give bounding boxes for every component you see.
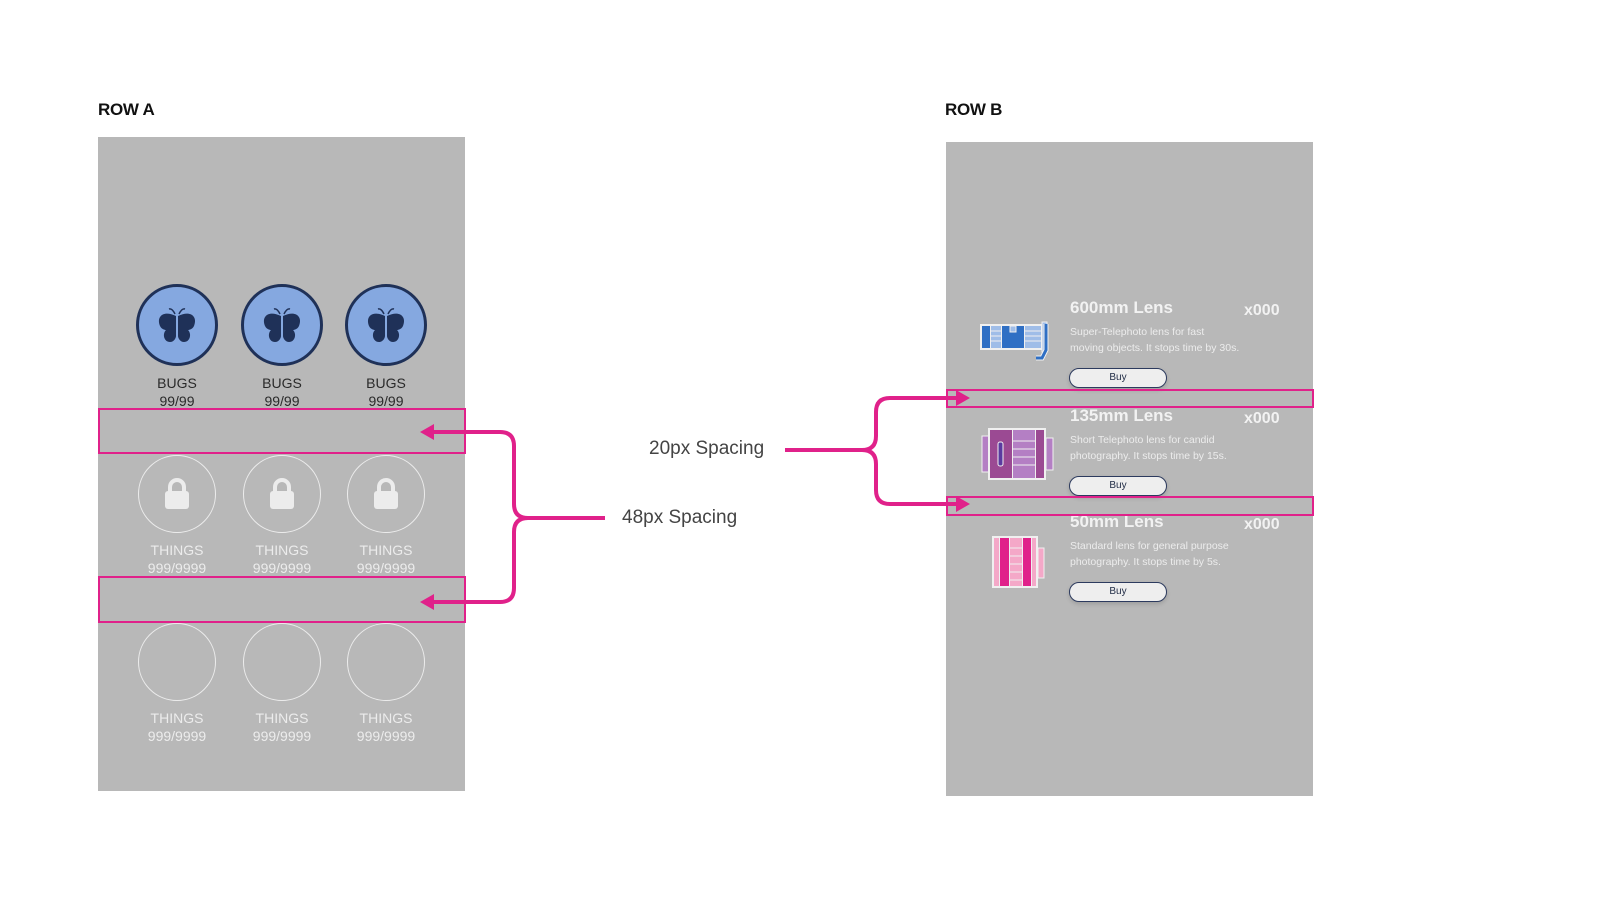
bracket-20px — [785, 396, 958, 506]
achievement-badge — [243, 623, 321, 701]
achievement-badge — [138, 455, 216, 533]
lens-description: Standard lens for general purpose photog… — [1070, 540, 1229, 568]
spacing-highlight-20px — [946, 389, 1314, 408]
lens-name: 50mm Lens — [1070, 512, 1164, 531]
lens-description: Short Telephoto lens for candid photogra… — [1070, 434, 1227, 462]
lens-count: x000 — [1244, 516, 1280, 533]
lens-item-600mm: 600mm Lens x000 Super-Telephoto lens for… — [946, 298, 1313, 408]
achievement-badge — [243, 455, 321, 533]
lens-count: x000 — [1244, 302, 1280, 319]
buy-button[interactable]: Buy — [1069, 476, 1167, 496]
butterfly-icon — [367, 308, 405, 342]
lens-name: 600mm Lens — [1070, 298, 1173, 317]
butterfly-icon — [158, 308, 196, 342]
lens-item-50mm: 50mm Lens x000 Standard lens for general… — [946, 512, 1313, 622]
row-b-panel: 600mm Lens x000 Super-Telephoto lens for… — [946, 142, 1313, 796]
telephoto-lens-icon — [980, 321, 1049, 361]
lens-description: Super-Telephoto lens for fast moving obj… — [1070, 326, 1240, 354]
achievement-badge — [347, 455, 425, 533]
lens-count: x000 — [1244, 410, 1280, 427]
lens-item-135mm: 135mm Lens x000 Short Telephoto lens for… — [946, 406, 1313, 516]
short-telephoto-lens-icon — [981, 428, 1054, 480]
achievement-badge — [241, 284, 323, 366]
achievement-badge — [347, 623, 425, 701]
row-a-title: ROW A — [98, 100, 155, 119]
spacing-highlight-20px — [946, 496, 1314, 516]
lock-icon — [270, 478, 294, 509]
lock-icon — [374, 478, 398, 509]
buy-button[interactable]: Buy — [1069, 582, 1167, 602]
achievement-badge — [138, 623, 216, 701]
lens-name: 135mm Lens — [1070, 406, 1173, 425]
spacing-highlight-48px — [98, 576, 466, 623]
lock-icon — [165, 478, 189, 509]
butterfly-icon — [263, 308, 301, 342]
buy-button[interactable]: Buy — [1069, 368, 1167, 388]
spacing-highlight-48px — [98, 408, 466, 454]
achievement-badge — [136, 284, 218, 366]
standard-lens-icon — [992, 536, 1045, 588]
row-b-title: ROW B — [945, 100, 1003, 119]
annotation-48px-spacing: 48px Spacing — [622, 507, 738, 528]
achievement-badge — [345, 284, 427, 366]
annotation-20px-spacing: 20px Spacing — [649, 438, 765, 459]
